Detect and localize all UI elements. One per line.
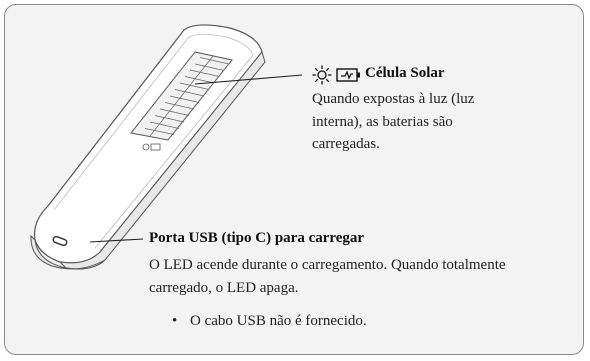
solar-cell-description: Quando expostas à luz (luz interna), as …: [312, 91, 475, 152]
solar-cell-title: Célula Solar: [365, 65, 445, 81]
usb-port-description: O LED acende durante o carregamento. Qua…: [149, 257, 506, 296]
usb-note-item: O cabo USB não é fornecido.: [172, 313, 367, 330]
usb-port-title: Porta USB (tipo C) para carregar: [149, 230, 365, 246]
usb-leader-line: [89, 238, 144, 243]
battery-charging-icon: [336, 68, 360, 82]
usb-notes-list: O cabo USB não é fornecido.: [172, 313, 367, 330]
sun-icon: [312, 65, 332, 85]
solar-leader-line: [194, 74, 303, 85]
usb-port: [52, 235, 68, 247]
solar-cell-panel: [130, 51, 233, 141]
solar-title-icons: [312, 65, 360, 85]
solar-battery-icon: [142, 143, 161, 151]
